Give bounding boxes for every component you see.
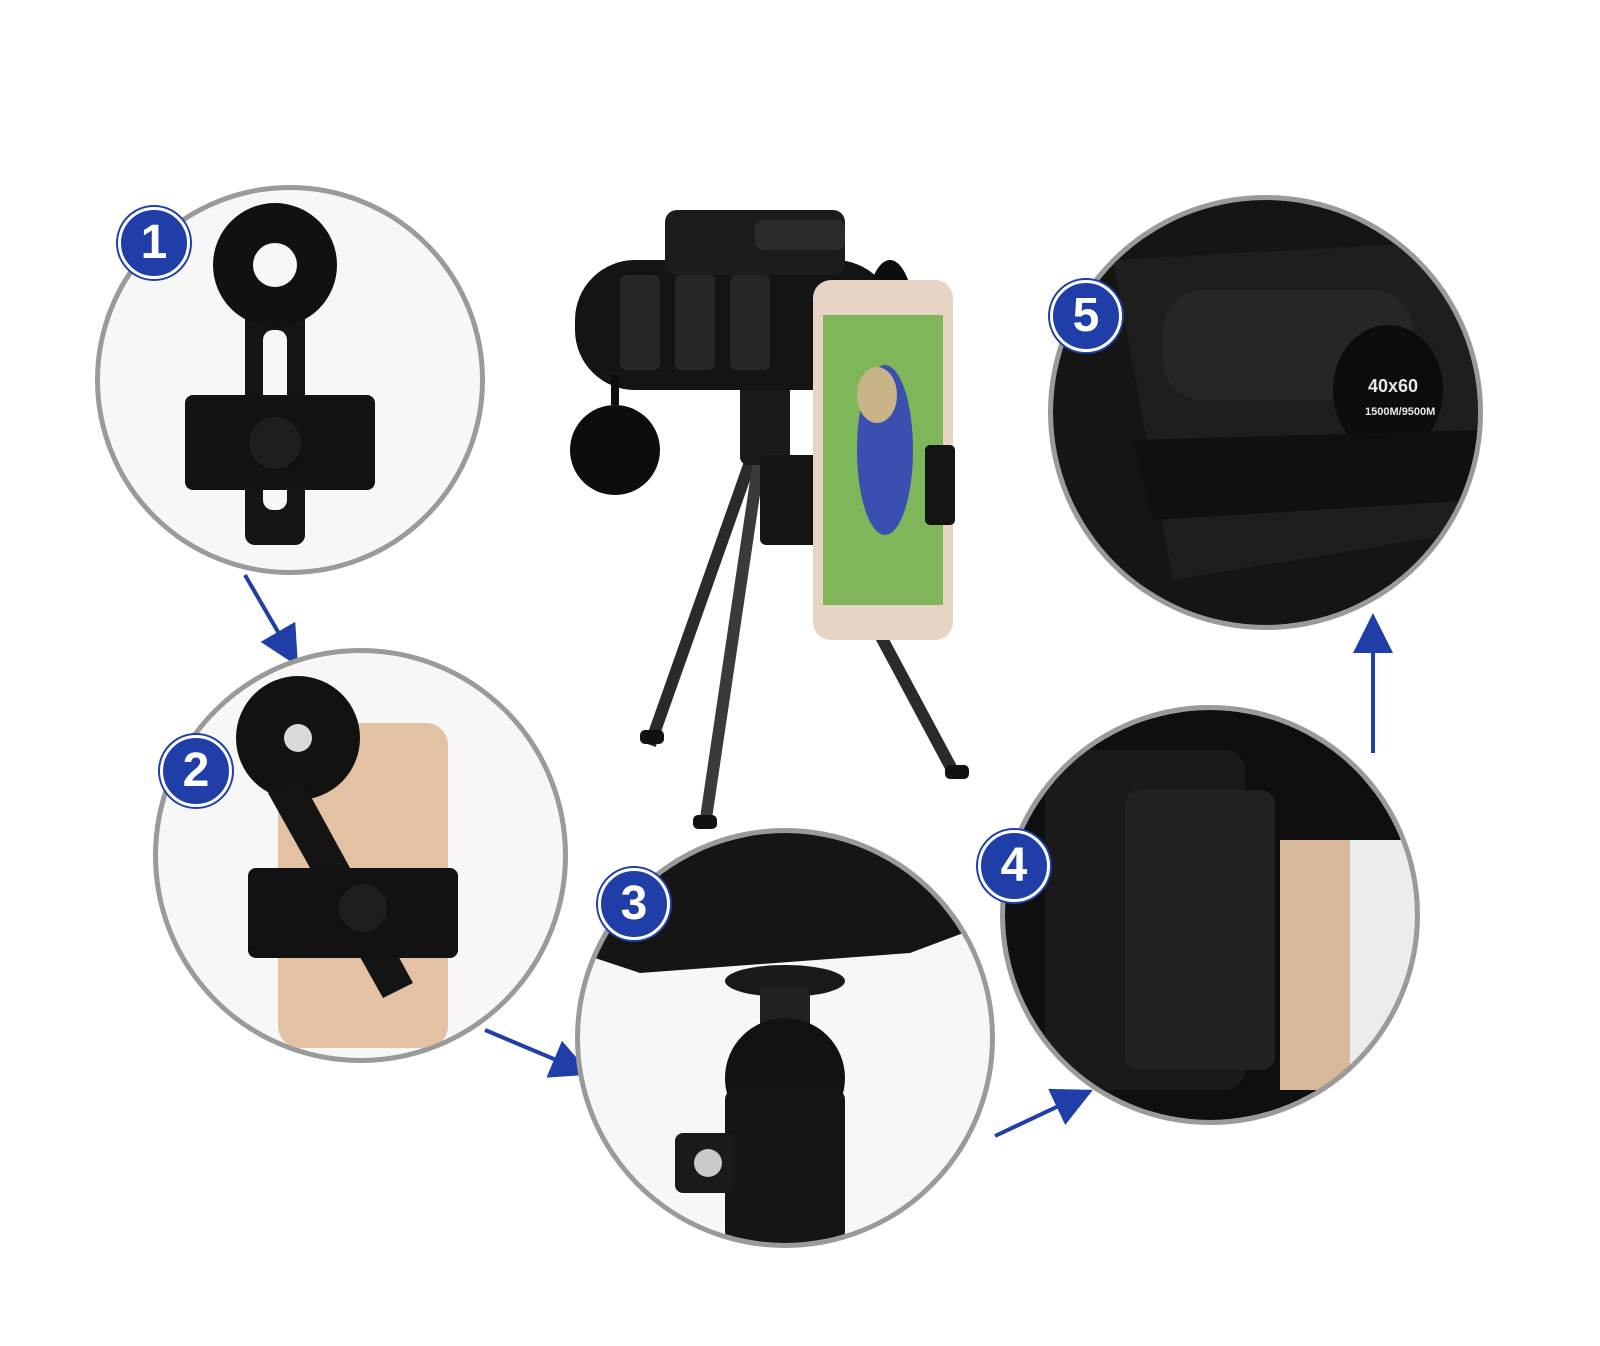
eyepiece-phone-closeup-image [1005, 710, 1415, 1120]
tripod-mount-image [580, 833, 990, 1243]
tripod-head [740, 375, 790, 465]
phone-mounted-adapter-image [236, 676, 458, 1048]
step-1-badge: 1 [118, 207, 190, 279]
magnification-label: 40x60 [1368, 376, 1418, 396]
arrow-3-to-4 [994, 1088, 1093, 1138]
phone-clip [760, 455, 830, 545]
step-1-circle [95, 185, 485, 575]
arrow-2-to-3 [484, 1028, 592, 1078]
focus-knob-closeup-image: 40x60 1500M/9500M [1053, 200, 1478, 625]
step-5-badge: 5 [1050, 280, 1122, 352]
monocular-product [570, 210, 969, 829]
tripod-leg-center [699, 419, 771, 826]
range-spec-label: 1500M/9500M [1365, 406, 1435, 418]
step-5-circle: 40x60 1500M/9500M [1048, 195, 1483, 630]
step-3-badge: 3 [598, 868, 670, 940]
phone-adapter-image [185, 203, 375, 545]
lens-cap [570, 405, 660, 495]
step-2-circle [153, 648, 568, 1063]
step-4-badge: 4 [978, 830, 1050, 902]
step-4-circle [1000, 705, 1420, 1125]
arrow-1-to-2 [243, 573, 299, 667]
step-2-badge: 2 [160, 735, 232, 807]
tripod-leg-left [644, 417, 771, 748]
